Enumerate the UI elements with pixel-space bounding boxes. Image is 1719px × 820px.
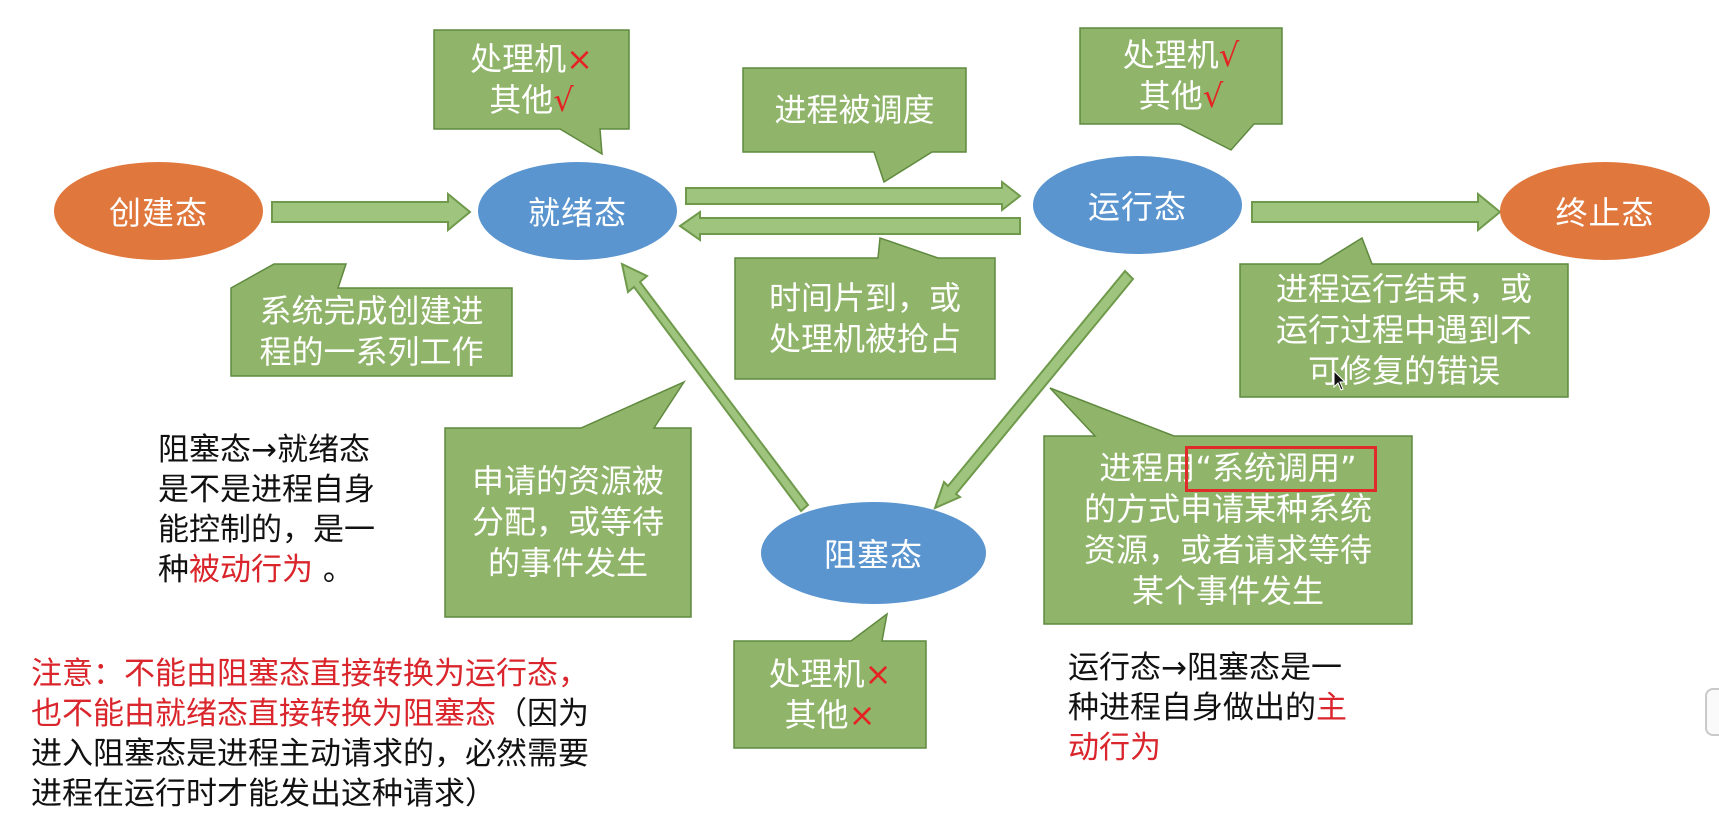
callout-blocked-resources: 处理机× 其他× [768,654,892,734]
callout-shape-terminate [1239,236,1569,398]
check-mark: √ [553,80,574,119]
callout-dispatched: 进程被调度 [774,90,935,129]
arrow-running-to-ready [678,210,1021,242]
arrow-ready-to-running [685,179,1022,213]
state-blocked: 阻塞态 [761,502,986,604]
cross-mark: × [848,695,876,734]
callout-running-resources: 处理机√ 其他√ [1122,36,1240,115]
arrow-running-to-blocked [933,269,1135,510]
state-create: 创建态 [54,162,263,260]
callout-running-to-blocked: 进程用“系统调用” 的方式申请某种系统 资源，或者请求等待 某个事件发生 [1083,449,1372,610]
cross-mark: × [566,39,593,78]
system-call-highlight-box [1185,446,1377,492]
arrow-blocked-to-ready [620,262,810,513]
state-running: 运行态 [1033,156,1242,254]
state-ready: 就绪态 [478,162,677,260]
callout-ready-resources: 处理机× 其他√ [470,39,593,119]
note-active-behavior: 运行态→阻塞态是一 种进程自身做出的主 动行为 [1068,650,1347,766]
callout-blocked-to-ready: 申请的资源被 分配，或等待 的事件发生 [471,462,664,582]
check-mark: √ [1202,77,1224,115]
cross-mark: × [864,654,892,693]
callout-shape-running-resources [1079,27,1283,151]
callout-shape-timeslice [734,236,996,380]
note-warning: 注意：不能由阻塞态直接转换为运行态， 也不能由就绪态直接转换为阻塞态（因为 进入… [31,656,589,812]
arrow-running-to-terminate [1251,191,1502,233]
callout-shape-ready-resources [433,29,630,156]
system-call-term: “系统调用” [1195,449,1357,487]
side-panel-tab[interactable] [1705,688,1719,736]
callout-timeslice: 时间片到，或 处理机被抢占 [768,278,961,358]
note-passive-behavior: 阻塞态→就绪态 是不是进程自身 能控制的，是一 种被动行为 。 [158,432,375,588]
callout-terminate: 进程运行结束，或 运行过程中遇到不 可修复的错误 [1275,270,1532,390]
callout-create-to-ready: 系统完成创建进 程的一系列工作 [259,292,484,371]
callout-shape-blocked-resources [733,612,927,749]
check-mark: √ [1218,36,1240,74]
state-terminate: 终止态 [1500,162,1710,260]
arrow-create-to-ready [271,191,472,233]
callout-shape-dispatched [742,67,967,184]
mouse-cursor-icon [1333,370,1347,391]
callout-shape-create-to-ready [230,263,513,377]
callout-shape-blocked-to-ready [444,380,692,618]
